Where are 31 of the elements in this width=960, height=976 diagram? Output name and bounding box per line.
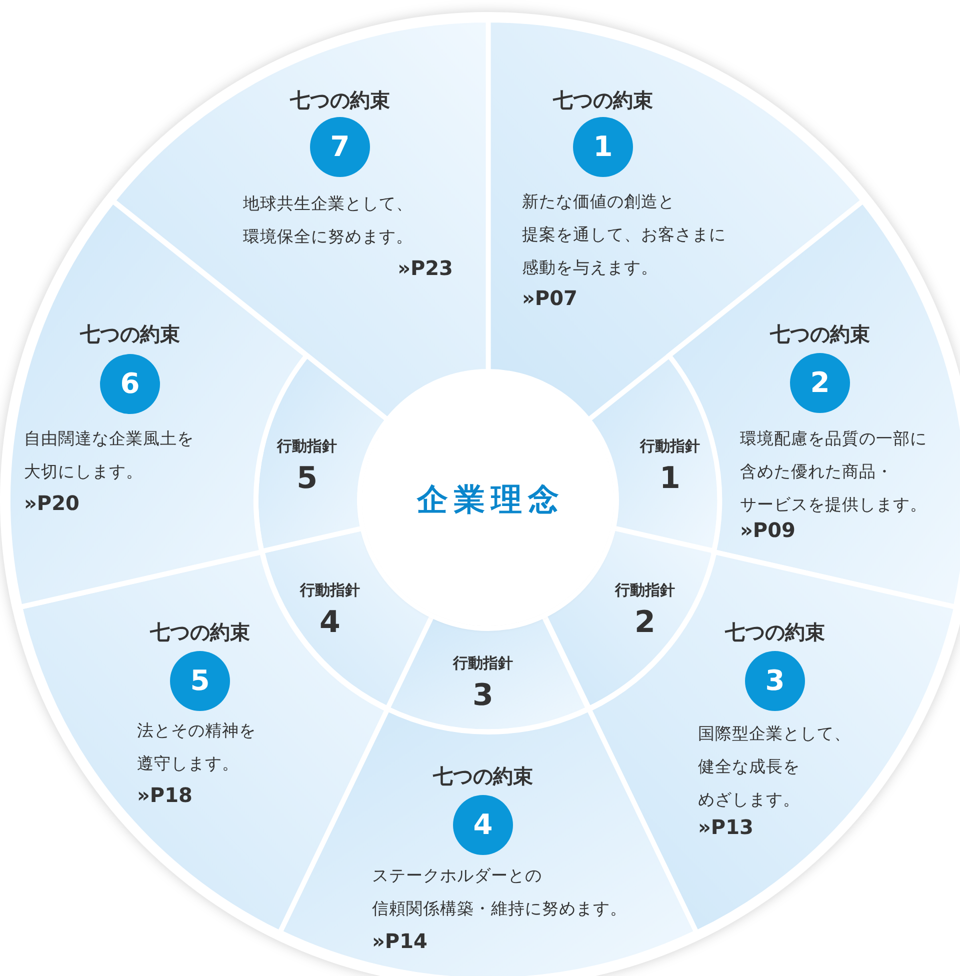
guideline-heading: 行動指針 bbox=[300, 580, 360, 599]
promise-text: 新たな価値の創造と提案を通して、お客さまに感動を与えます。 bbox=[522, 191, 726, 279]
page-reference: »P14 bbox=[372, 928, 428, 953]
guideline-number: 4 bbox=[320, 606, 340, 639]
promise-heading: 七つの約束 bbox=[553, 88, 653, 112]
page-reference: »P20 bbox=[24, 490, 80, 515]
promise-text: 法とその精神を遵守します。 bbox=[136, 720, 256, 775]
promise-heading: 七つの約束 bbox=[290, 88, 390, 112]
guideline-heading: 行動指針 bbox=[614, 580, 675, 599]
page-reference: »P09 bbox=[740, 518, 796, 542]
guideline-heading: 行動指針 bbox=[640, 436, 700, 455]
promise-text: 自由闊達な企業風土を大切にします。 bbox=[24, 428, 194, 483]
guideline-heading: 行動指針 bbox=[277, 436, 337, 455]
promise-heading: 七つの約束 bbox=[770, 322, 870, 346]
promise-text: ステークホルダーとの信頼関係構築・維持に努めます。 bbox=[372, 864, 627, 920]
guideline-heading: 行動指針 bbox=[452, 654, 513, 672]
promise-heading: 七つの約束 bbox=[80, 322, 180, 346]
page-reference: »P07 bbox=[522, 286, 578, 310]
page-reference: »P13 bbox=[698, 814, 754, 839]
promise-text: 環境配慮を品質の一部に含めた優れた商品・サービスを提供します。 bbox=[740, 428, 927, 516]
guideline-number: 2 bbox=[634, 606, 656, 639]
promise-heading: 七つの約束 bbox=[432, 764, 533, 788]
page-reference: »P18 bbox=[136, 782, 192, 807]
guideline-number: 3 bbox=[472, 680, 494, 712]
guideline-number: 5 bbox=[296, 462, 318, 495]
promise-text: 地球共生企業として、環境保全に努めます。 bbox=[242, 193, 413, 248]
guideline-number: 1 bbox=[660, 462, 680, 495]
page-reference: »P23 bbox=[398, 256, 453, 280]
promise-heading: 七つの約束 bbox=[150, 620, 250, 644]
promise-heading: 七つの約束 bbox=[724, 620, 825, 644]
promise-text: 国際型企業として、健全な成長をめざします。 bbox=[698, 722, 851, 811]
